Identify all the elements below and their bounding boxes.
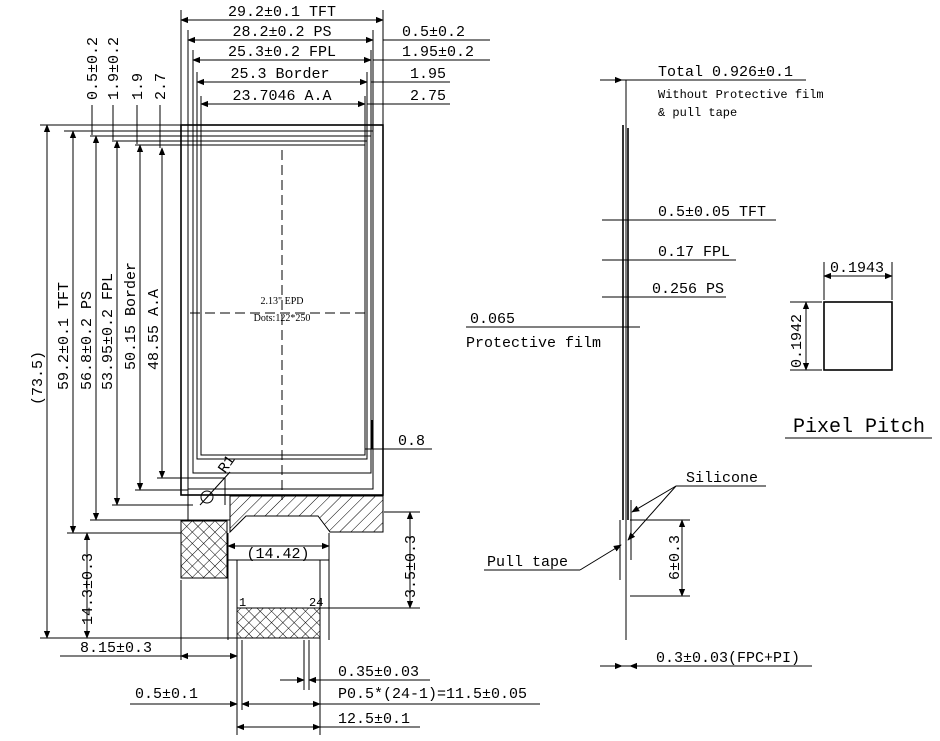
dim-ps-height: 56.8±0.2 PS [79,291,96,390]
dim-pin-width: 0.35±0.03 [338,664,419,681]
epd-label: 2.13" EPD [261,296,304,307]
dim-right-2: 1.95±0.2 [402,44,474,61]
gap-dim: 0.8 [365,420,432,450]
pin-last: 24 [309,596,323,610]
pin-first: 1 [239,596,246,610]
aa-outline [200,144,366,456]
dim-fpc-length: 14.3±0.3 [80,553,97,625]
side-ps: 0.256 PS [652,281,724,298]
fpc-outline [227,533,330,640]
dim-fpl-height: 53.95±0.2 FPL [100,273,117,390]
dim-right-3: 1.95 [410,66,446,83]
side-note-2: & pull tape [658,106,737,120]
dim-fpc-offset-h: 8.15±0.3 [80,640,152,657]
side-note-1: Without Protective film [658,88,824,102]
dim-gap: 0.8 [398,433,425,450]
side-pull-tape: Pull tape [487,554,568,571]
dim-tft-width: 29.2±0.1 TFT [228,4,336,21]
dim-pitch: P0.5*(24-1)=11.5±0.05 [338,686,527,703]
dim-margin: 0.5±0.1 [135,686,198,703]
dim-left-3: 1.9 [130,73,147,100]
panel-outlines [180,124,384,500]
dim-right-4: 2.75 [410,88,446,105]
dim-left-2: 1.9±0.2 [106,37,123,100]
dim-fpl-width: 25.3±0.2 FPL [228,44,336,61]
bottom-region [180,455,384,640]
dim-border-width: 25.3 Border [230,66,329,83]
hatched-area [229,495,384,534]
alignment-hole [200,490,214,504]
side-fpl: 0.17 FPL [658,244,730,261]
crosshatch-block [180,520,228,579]
dim-fpc-offset-v: 3.5±0.3 [403,535,420,598]
side-view: Total 0.926±0.1 Without Protective film … [466,64,824,670]
side-total: Total 0.926±0.1 [658,64,793,81]
side-pf-value: 0.065 [470,311,515,328]
dim-ps-width: 28.2±0.2 PS [232,24,331,41]
fpc-connector [236,607,321,639]
top-dimensions: 29.2±0.1 TFT 28.2±0.2 PS 25.3±0.2 FPL 25… [180,4,490,145]
dim-tft-height: 59.2±0.1 TFT [56,282,73,390]
ps-outline [187,130,374,490]
dim-right-1: 0.5±0.2 [402,24,465,41]
pixel-height: 0.1942 [789,314,806,368]
pixel-square [823,301,893,371]
side-silicone: Silicone [686,470,758,487]
side-dim-6: 6±0.3 [667,535,684,580]
dim-left-4: 2.7 [153,73,170,100]
vertical-dimensions: (73.5) 59.2±0.1 TFT 56.8±0.2 PS 53.95±0.… [30,124,193,639]
fpc-dimensions: (14.42) 14.3±0.3 3.5±0.3 8.15±0.3 1 24 0… [40,511,540,735]
dim-border-height: 50.15 Border [123,262,140,370]
dim-total-height: (73.5) [30,351,47,405]
dim-aa-width: 23.7046 A.A [232,88,331,105]
pixel-pitch-title: Pixel Pitch [793,416,925,439]
dim-connector-width: 12.5±0.1 [338,711,410,728]
pixel-width: 0.1943 [830,260,884,277]
side-fpc-pi: 0.3±0.03(FPC+PI) [656,650,800,667]
dots-label: Dots:122*250 [254,313,311,324]
dim-aa-height: 48.55 A.A [146,289,163,370]
dim-fpc-width: (14.42) [246,546,309,563]
left-top-dimensions: 0.5±0.2 1.9±0.2 1.9 2.7 [40,37,201,148]
pixel-pitch: 0.1943 0.1942 Pixel Pitch [785,260,932,439]
dim-left-1: 0.5±0.2 [85,37,102,100]
side-tft: 0.5±0.05 TFT [658,204,766,221]
side-pf-label: Protective film [466,335,601,352]
